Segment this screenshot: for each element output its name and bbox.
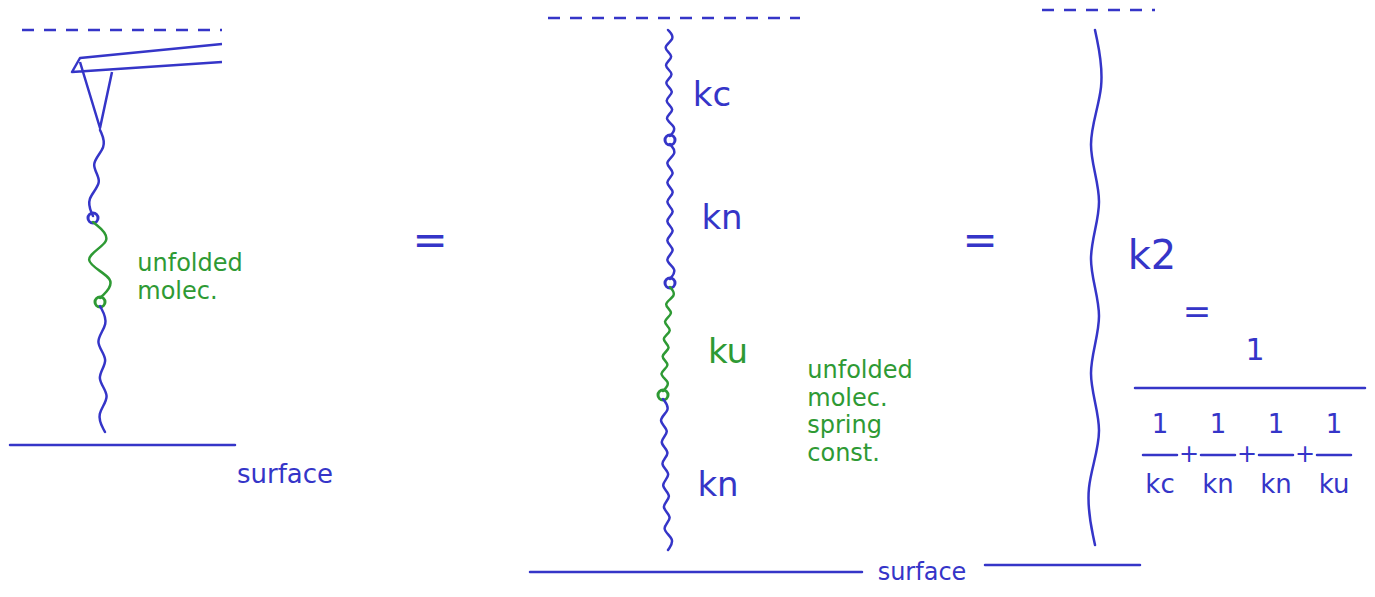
- support-line: [22, 29, 222, 32]
- label: +: [1237, 441, 1257, 469]
- label: kn: [701, 198, 742, 237]
- cantilever-spring: [666, 30, 675, 136]
- label: +: [1179, 441, 1199, 469]
- cantilever-tip: [72, 44, 222, 128]
- label: 1: [1268, 410, 1285, 440]
- label: kn: [1202, 470, 1234, 500]
- label: kc: [1145, 470, 1174, 500]
- surface-line: [530, 571, 862, 574]
- label: 1: [1326, 410, 1343, 440]
- label: 1: [1210, 410, 1227, 440]
- fraction-bar: [1143, 454, 1177, 457]
- surface-line: [985, 564, 1140, 567]
- label: surface: [878, 559, 967, 587]
- linker-spring: [661, 399, 672, 550]
- label: kn: [697, 465, 738, 504]
- linker-spring: [98, 306, 106, 432]
- label: surface: [237, 460, 333, 490]
- label: +: [1295, 441, 1315, 469]
- support-line: [1042, 9, 1155, 12]
- fraction-bar: [1317, 454, 1351, 457]
- fraction-bar: [1259, 454, 1293, 457]
- label: unfolded molec.: [137, 250, 242, 305]
- label: =: [962, 216, 997, 264]
- support-line: [548, 17, 800, 20]
- label: 1: [1245, 333, 1264, 368]
- label: =: [412, 216, 447, 264]
- fraction-bar: [1135, 387, 1365, 390]
- label: 1: [1152, 410, 1169, 440]
- fraction-bar: [1201, 454, 1235, 457]
- equivalent-spring: [1088, 30, 1101, 545]
- label: kn: [1260, 470, 1292, 500]
- label: k2: [1128, 232, 1177, 278]
- unfolded-molecule: [89, 222, 110, 298]
- surface-line: [10, 444, 235, 447]
- label: ku: [708, 332, 748, 371]
- linker-spring: [89, 130, 104, 216]
- linker-spring: [667, 144, 674, 279]
- label: kc: [693, 75, 731, 114]
- label: =: [1183, 292, 1212, 331]
- label: unfolded molec. spring const.: [807, 357, 912, 467]
- label: ku: [1319, 470, 1350, 500]
- unfolded-spring: [661, 287, 673, 391]
